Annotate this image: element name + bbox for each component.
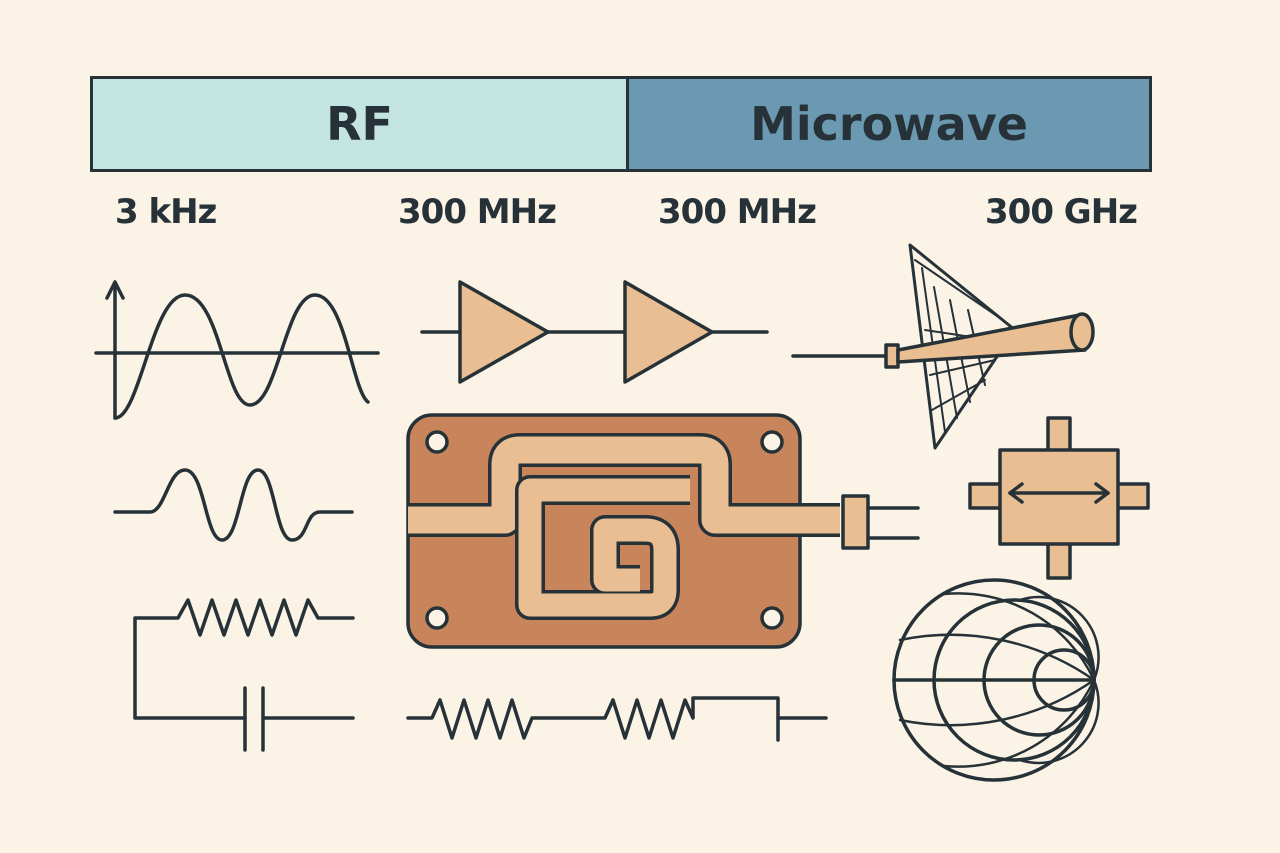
amplifier-chain-icon bbox=[420, 280, 769, 384]
freq-label-microwave-start: 300 MHz bbox=[658, 192, 817, 232]
quadrature-coupler-icon bbox=[968, 416, 1150, 580]
freq-label-rf-end: 300 MHz bbox=[398, 192, 557, 232]
frequency-band-bar: RF Microwave bbox=[90, 76, 1152, 172]
rc-circuit-icon bbox=[133, 598, 355, 752]
freq-label-rf-start: 3 kHz bbox=[115, 192, 217, 232]
rf-band: RF bbox=[93, 79, 629, 169]
microwave-band: Microwave bbox=[629, 79, 1149, 169]
smith-chart-icon bbox=[892, 578, 1100, 782]
freq-label-microwave-end: 300 GHz bbox=[985, 192, 1138, 232]
horn-antenna-icon bbox=[791, 243, 1095, 450]
sine-wave-plot-icon bbox=[94, 280, 380, 420]
microstrip-pcb-icon bbox=[406, 413, 920, 649]
resistor-chain-icon bbox=[406, 696, 828, 742]
wave-packet-icon bbox=[113, 468, 354, 542]
